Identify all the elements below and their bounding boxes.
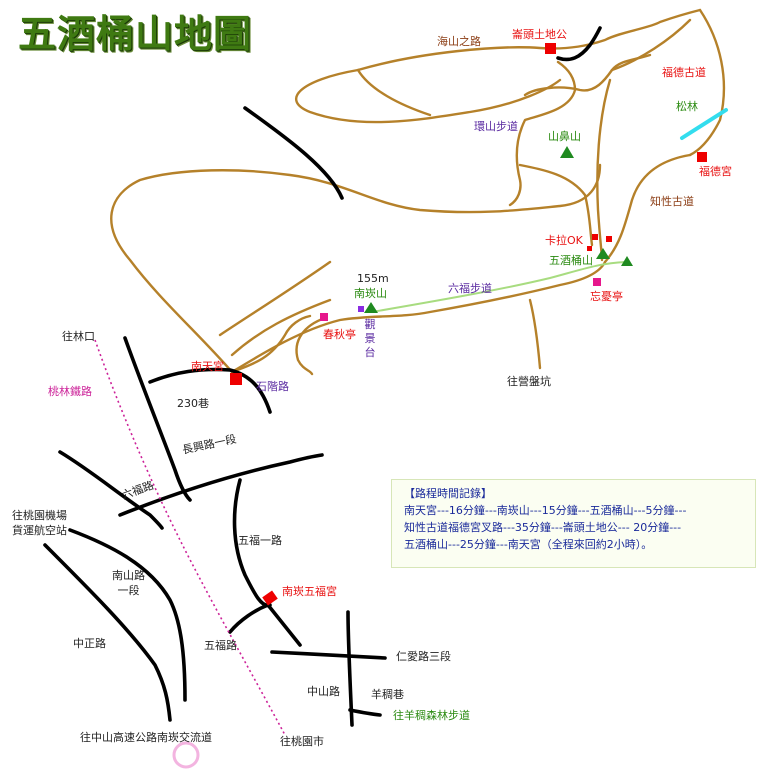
trail-network — [110, 8, 726, 376]
trail-north-connector — [508, 60, 577, 207]
trail-fude — [688, 8, 726, 157]
trail-liufu — [371, 261, 626, 313]
route-time-line: 五酒桶山---25分鐘---南天宮（全程來回約2小時）。 — [404, 538, 653, 551]
label-wangyou-pavilion: 忘憂亭 — [590, 290, 623, 303]
road-cuotou-spur — [556, 26, 602, 62]
road-nanshan — [68, 528, 187, 702]
route-time-record: 【路程時間記錄】 南天宮---16分鐘---南崁山---15分鐘---五酒桶山-… — [391, 479, 756, 568]
label-songlin: 松林 — [676, 100, 698, 113]
trail-zhixing — [603, 153, 692, 264]
road-wufu — [228, 603, 302, 647]
label-to-freeway: 往中山高速公路南崁交流道 — [80, 731, 212, 744]
label-wufu-temple: 南崁五福宮 — [282, 585, 337, 598]
trail-outer-loop — [110, 163, 602, 374]
label-yangchou-trail: 往羊稠森林步道 — [393, 709, 470, 722]
label-shanbi-mountain: 山鼻山 — [548, 130, 581, 143]
fude-temple-marker[interactable] — [697, 152, 707, 162]
shanbi-peak-marker[interactable] — [560, 146, 574, 158]
label-to-linkou: 往林口 — [62, 330, 95, 343]
label-wujiutong-mountain: 五酒桶山 — [549, 254, 593, 267]
songlin-pine-strip — [680, 108, 728, 140]
road-zhongzheng — [43, 543, 172, 722]
trail-haishan-loop — [356, 68, 432, 117]
karaoke-marker-2[interactable] — [606, 236, 612, 242]
label-to-airport: 往桃園機場 貨運航空站 — [12, 509, 67, 537]
road-wufu-1 — [232, 478, 272, 608]
label-nanshan-road: 南山路 一段 — [112, 569, 145, 597]
label-observation-deck: 觀景台 — [364, 318, 376, 359]
label-yangchou-lane: 羊稠巷 — [371, 688, 404, 701]
label-karaoke: 卡拉OK — [545, 234, 583, 247]
wujiutong-peak-marker[interactable] — [596, 248, 610, 259]
trail-haishan-west — [295, 68, 562, 124]
road-north-spur — [243, 106, 344, 200]
label-wufu-road: 五福路 — [204, 639, 237, 652]
label-wufu-road-1: 五福一路 — [238, 534, 282, 547]
trail-shanbi-loop — [523, 53, 652, 97]
label-cuotou-shrine: 崙頭土地公 — [512, 28, 567, 41]
route-time-line: 南天宮---16分鐘---南崁山---15分鐘---五酒桶山---5分鐘--- — [404, 504, 687, 517]
road-liufu — [58, 450, 164, 530]
trail-chunqiu — [295, 316, 327, 376]
trail-western-branch — [218, 260, 332, 337]
nankan-peak-marker[interactable] — [364, 302, 378, 313]
wufu-temple-marker[interactable] — [262, 590, 278, 606]
label-renai-road: 仁愛路三段 — [396, 650, 451, 663]
label-nankan-mountain: 南崁山 — [354, 287, 387, 300]
route-time-heading: 【路程時間記錄】 — [404, 487, 492, 500]
label-nankan-elevation: 155m — [357, 272, 389, 285]
chunqiu-pavilion-marker[interactable] — [320, 313, 328, 321]
wangyou-pavilion-marker[interactable] — [593, 278, 601, 286]
nantian-temple-marker[interactable] — [230, 373, 242, 385]
label-fude-temple: 福德宮 — [699, 165, 732, 178]
road-changxing — [123, 336, 192, 502]
cuotou-shrine-marker[interactable] — [545, 43, 556, 54]
route-time-line: 知性古道福德宮叉路---35分鐘---崙頭土地公--- 20分鐘--- — [404, 521, 682, 534]
label-stone-steps-road: 石階路 — [256, 380, 289, 393]
label-to-taoyuan-city: 往桃園市 — [280, 735, 324, 748]
label-liufu-trail: 六福步道 — [448, 282, 492, 295]
east-peak-marker[interactable] — [621, 256, 633, 266]
observation-deck-marker[interactable] — [358, 306, 364, 312]
trail-nantian-link — [230, 314, 312, 374]
trail-western-branch-2 — [230, 298, 332, 357]
trail-east-branch — [610, 18, 692, 72]
road-yangchou — [348, 708, 382, 717]
label-lane-230: 230巷 — [177, 397, 209, 410]
trail-main-ridge — [230, 260, 607, 374]
label-haishan-road: 海山之路 — [437, 35, 481, 48]
road-renai — [270, 650, 387, 660]
road-230-lane — [148, 367, 272, 414]
road-liufu-east — [118, 453, 324, 517]
trail-karaoke — [518, 163, 594, 247]
freeway-interchange-marker[interactable] — [172, 741, 200, 769]
trail-shanbi-down — [596, 78, 612, 262]
karaoke-marker-3[interactable] — [587, 246, 592, 251]
label-fude-trail: 福德古道 — [662, 66, 706, 79]
road-zhongshan — [346, 610, 354, 727]
road-network — [43, 26, 602, 727]
label-chunqiu-pavilion: 春秋亭 — [323, 328, 356, 341]
label-to-yingpankeng: 往營盤坑 — [507, 375, 551, 388]
label-taolin-railway: 桃林鐵路 — [48, 385, 92, 398]
trail-to-yingpankeng — [528, 298, 542, 370]
label-zhongzheng-road: 中正路 — [73, 637, 106, 650]
label-nantian-temple: 南天宮 — [191, 360, 224, 373]
label-zhongshan-road: 中山路 — [307, 685, 340, 698]
label-huanshan-trail: 環山步道 — [474, 120, 518, 133]
karaoke-marker-1[interactable] — [592, 234, 598, 240]
map-title: 五酒桶山地圖 — [18, 11, 253, 56]
label-zhixing-trail: 知性古道 — [650, 195, 694, 208]
